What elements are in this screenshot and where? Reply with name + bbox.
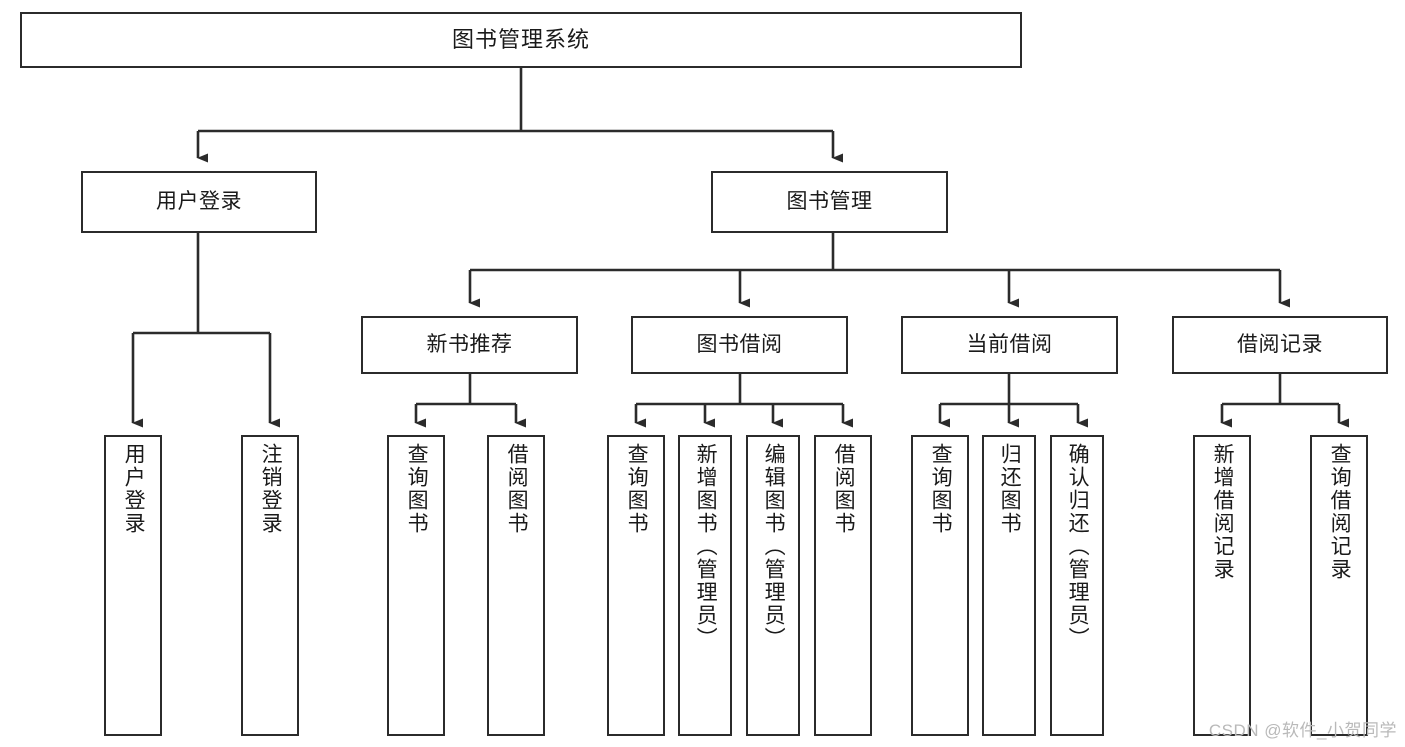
- leaf-query-book-current[interactable]: 查询图书: [911, 435, 969, 736]
- leaf-borrow-book-recommend-label: 借阅图书: [505, 443, 529, 535]
- node-root-system[interactable]: 图书管理系统: [20, 12, 1022, 68]
- node-book-manage[interactable]: 图书管理: [711, 171, 948, 233]
- leaf-query-book-recommend[interactable]: 查询图书: [387, 435, 445, 736]
- leaf-add-borrow-record-label: 新增借阅记录: [1211, 443, 1235, 581]
- leaf-add-book-admin[interactable]: 新增图书（管理员）: [678, 435, 732, 736]
- node-root-system-label: 图书管理系统: [451, 26, 590, 52]
- leaf-user-login[interactable]: 用户登录: [104, 435, 162, 736]
- node-user-login-label: 用户登录: [156, 190, 242, 214]
- leaf-borrow-book-borrow-label: 借阅图书: [832, 443, 856, 535]
- leaf-return-book[interactable]: 归还图书: [982, 435, 1036, 736]
- leaf-edit-book-admin[interactable]: 编辑图书（管理员）: [746, 435, 800, 736]
- leaf-query-borrow-record-label: 查询借阅记录: [1328, 443, 1352, 581]
- node-book-manage-label: 图书管理: [786, 190, 873, 214]
- node-current-borrow-label: 当前借阅: [966, 333, 1053, 357]
- node-book-borrow-label: 图书借阅: [696, 333, 783, 357]
- leaf-logout-login-label: 注销登录: [259, 443, 283, 535]
- node-borrow-record-label: 借阅记录: [1237, 333, 1323, 357]
- csdn-watermark: CSDN @软件_小贺同学: [1208, 721, 1397, 740]
- leaf-query-book-current-label: 查询图书: [929, 443, 953, 535]
- leaf-logout-login[interactable]: 注销登录: [241, 435, 299, 736]
- node-new-book-recommend[interactable]: 新书推荐: [361, 316, 578, 374]
- node-new-book-recommend-label: 新书推荐: [426, 333, 513, 357]
- leaf-borrow-book-borrow[interactable]: 借阅图书: [814, 435, 872, 736]
- node-borrow-record[interactable]: 借阅记录: [1172, 316, 1388, 374]
- leaf-query-book-recommend-label: 查询图书: [405, 443, 429, 535]
- leaf-add-borrow-record[interactable]: 新增借阅记录: [1193, 435, 1251, 736]
- leaf-confirm-return-admin-label: 确认归还（管理员）: [1066, 443, 1090, 650]
- leaf-return-book-label: 归还图书: [998, 443, 1022, 535]
- node-current-borrow[interactable]: 当前借阅: [901, 316, 1118, 374]
- leaf-query-book-borrow[interactable]: 查询图书: [607, 435, 665, 736]
- node-book-borrow[interactable]: 图书借阅: [631, 316, 848, 374]
- leaf-confirm-return-admin[interactable]: 确认归还（管理员）: [1050, 435, 1104, 736]
- node-user-login[interactable]: 用户登录: [81, 171, 317, 233]
- leaf-query-book-borrow-label: 查询图书: [625, 443, 649, 535]
- leaf-borrow-book-recommend[interactable]: 借阅图书: [487, 435, 545, 736]
- leaf-query-borrow-record[interactable]: 查询借阅记录: [1310, 435, 1368, 736]
- leaf-add-book-admin-label: 新增图书（管理员）: [694, 443, 718, 650]
- leaf-user-login-label: 用户登录: [122, 443, 146, 535]
- leaf-edit-book-admin-label: 编辑图书（管理员）: [762, 443, 786, 650]
